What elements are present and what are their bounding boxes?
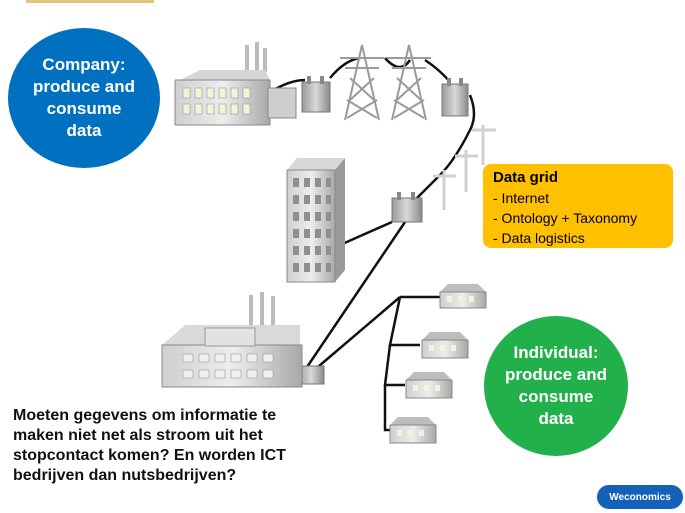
- utility-pole-icon: [433, 125, 496, 210]
- individual-line-1: Individual:: [513, 343, 599, 362]
- question-line: maken niet net als stroom uit het: [13, 427, 263, 444]
- office-building-icon: [286, 158, 345, 283]
- weconomics-logo: Weconomics: [597, 485, 683, 509]
- company-line-4: data: [66, 121, 102, 140]
- company-line-1: Company:: [42, 55, 126, 74]
- pylon-icon: [340, 44, 384, 121]
- house-icon: [421, 332, 469, 359]
- data-grid-box: Data grid - Internet - Ontology + Taxono…: [483, 164, 673, 248]
- transformer-icon: [301, 76, 331, 113]
- transformer-icon: [441, 78, 469, 117]
- pylon-icon: [387, 44, 431, 121]
- factory-icon: [174, 42, 297, 126]
- data-grid-item: - Data logistics: [493, 230, 585, 246]
- company-line-2: produce and: [32, 77, 135, 96]
- individual-circle: Individual: produce and consume data: [484, 316, 628, 456]
- question-text: Moeten gegevens om informatie te maken n…: [13, 406, 353, 486]
- house-icon: [389, 417, 437, 444]
- factory-icon: [161, 292, 303, 388]
- question-line: stopcontact komen? En worden ICT: [13, 447, 286, 464]
- question-line: Moeten gegevens om informatie te: [13, 407, 277, 424]
- company-circle: Company: produce and consume data: [8, 28, 160, 168]
- transformer-icon: [391, 192, 423, 223]
- house-icon: [439, 284, 487, 309]
- individual-line-4: data: [538, 409, 574, 428]
- question-line: bedrijven dan nutsbedrijven?: [13, 467, 237, 484]
- individual-line-2: produce and: [504, 365, 607, 384]
- data-grid-title: Data grid: [493, 169, 559, 186]
- company-line-3: consume: [46, 99, 122, 118]
- data-grid-item: - Internet: [493, 190, 550, 206]
- data-grid-item: - Ontology + Taxonomy: [493, 210, 638, 226]
- individual-line-3: consume: [518, 387, 594, 406]
- house-icon: [405, 372, 453, 399]
- top-decoration: [26, 0, 154, 3]
